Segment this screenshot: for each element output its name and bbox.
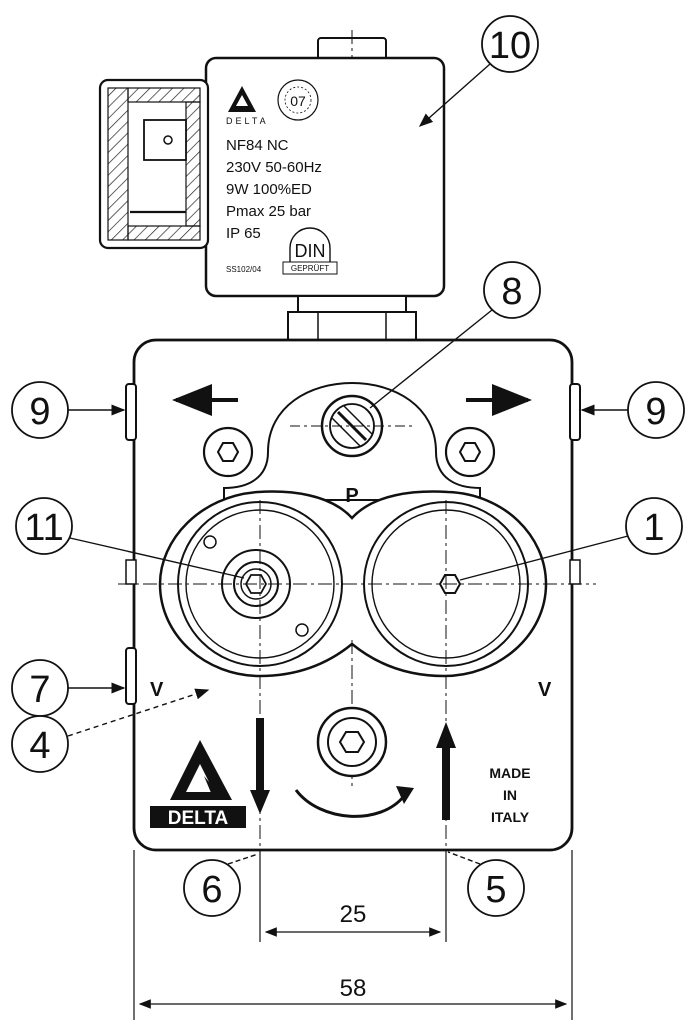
coil-protection: IP 65 [226,225,261,242]
rotation-arrow [294,789,406,818]
solenoid-coil: DELTA 07 NF84 NC 230V 50-60Hz 9W 100%ED … [98,30,446,320]
svg-text:8: 8 [501,271,522,313]
coil-power: 9W 100%ED [226,181,312,198]
svg-text:9: 9 [645,391,666,433]
callout-6: 6 [183,853,259,917]
pressure-port-screw [290,394,414,458]
callout-9-left: 9 [11,381,126,439]
date-code-wheel: 07 [277,79,319,121]
svg-text:11: 11 [24,507,63,549]
made-in-line2: IN [503,787,517,803]
valve-body: P V V [118,338,596,870]
mounting-screw-left [202,426,254,478]
svg-text:7: 7 [29,669,50,711]
dimension-outer-value: 58 [340,975,367,1002]
callout-10: 10 [418,15,539,127]
callout-7: 7 [11,659,126,717]
callout-11: 11 [15,497,245,579]
dimension-inner-value: 25 [340,901,367,928]
callout-5: 5 [447,851,525,917]
dimension-inner: 25 [259,850,447,942]
vent-label-left: V [150,679,164,701]
coil-logo-text: DELTA [226,116,269,126]
coil-code: SS102/04 [226,265,262,274]
svg-text:6: 6 [201,869,222,911]
svg-text:5: 5 [485,869,506,911]
made-in-line1: MADE [489,765,530,781]
flow-arrow-up [436,722,456,748]
return-port-plug [316,706,388,778]
coil-connector [98,78,210,250]
din-mark: DIN GEPRÜFT [282,227,338,275]
coil-pressure: Pmax 25 bar [226,203,311,220]
delta-logo-text: DELTA [168,808,229,829]
svg-text:1: 1 [643,507,664,549]
port-p-label: P [345,485,358,507]
svg-text:4: 4 [29,725,50,767]
coil-delta-logo: DELTA [226,86,269,126]
coil-model: NF84 NC [226,137,289,154]
dimension-outer: 58 [133,850,573,1020]
vent-label-right: V [538,679,552,701]
made-in-line3: ITALY [491,809,530,825]
callout-9-right: 9 [580,381,685,439]
callout-4: 4 [11,688,210,773]
mounting-screw-right [444,426,496,478]
callout-1: 1 [459,497,683,581]
svg-text:9: 9 [29,391,50,433]
svg-text:10: 10 [489,25,531,67]
din-subtext: GEPRÜFT [291,264,329,273]
delta-logo: DELTA [150,740,246,829]
flow-arrow-down [250,790,270,814]
coil-voltage: 230V 50-60Hz [226,159,322,176]
date-code: 07 [290,93,306,109]
callout-8: 8 [369,261,541,409]
coil-nut [287,295,417,343]
din-text: DIN [295,241,326,261]
